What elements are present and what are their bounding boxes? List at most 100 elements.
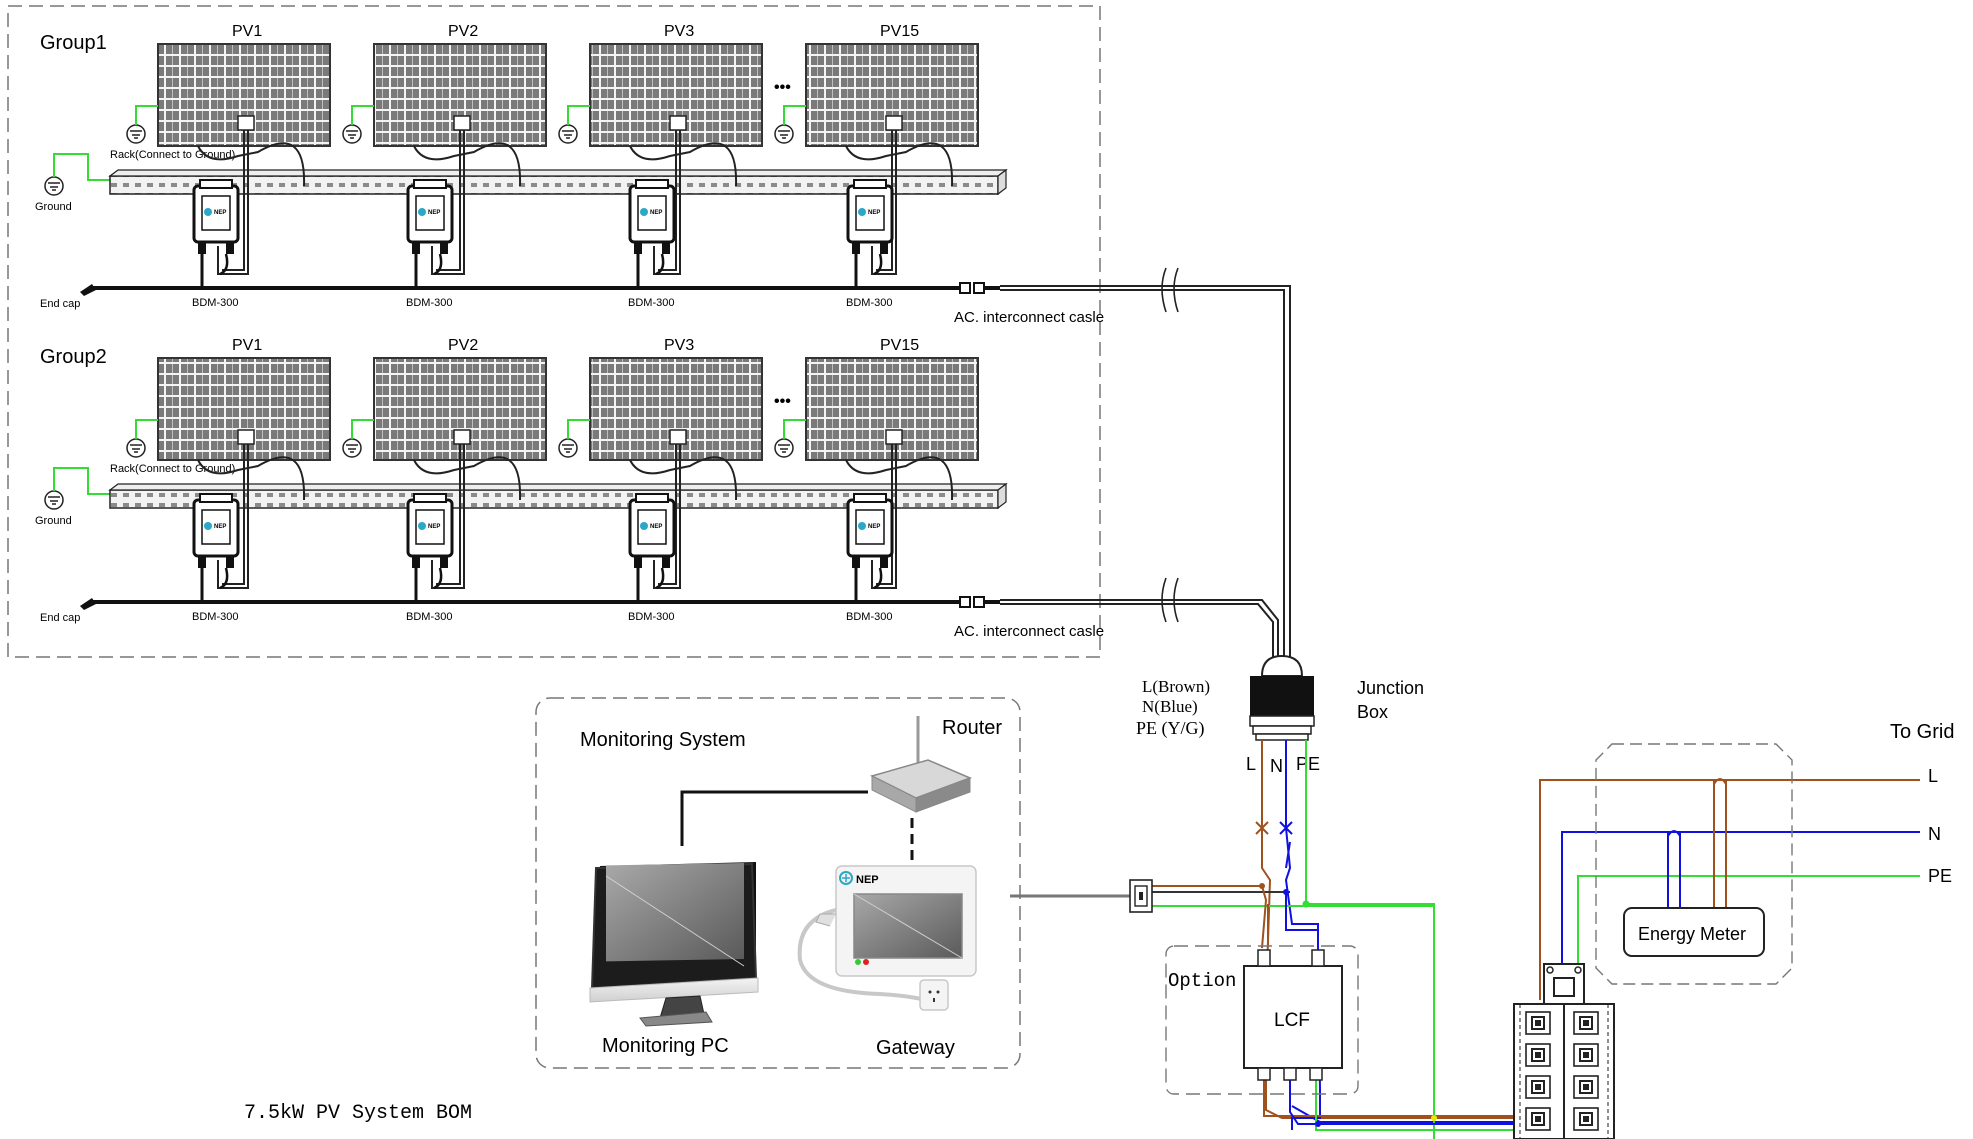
ground-icon	[44, 176, 64, 196]
breaker-module	[1525, 1011, 1551, 1035]
cable-break-marks	[1161, 267, 1179, 623]
inverter-brand: NEP	[650, 524, 662, 530]
lcf-label: LCF	[1274, 1010, 1310, 1031]
junction-term-l: L	[1246, 754, 1256, 774]
inverter-brand: NEP	[428, 210, 440, 216]
microinverter: NEP BDM-300	[192, 179, 240, 309]
breaker-module	[1573, 1107, 1599, 1131]
grid-line-pe: PE	[1928, 866, 1952, 886]
ac-socket	[1010, 879, 1153, 913]
inverter-brand: NEP	[650, 210, 662, 216]
gateway-icon	[797, 865, 977, 1011]
microinverter: NEP BDM-300	[192, 493, 240, 623]
inverter-model-label: BDM-300	[846, 297, 892, 309]
end-cap-label: End cap	[40, 298, 80, 310]
pv-panel-label: PV3	[664, 337, 694, 354]
ground-label: Ground	[35, 515, 72, 527]
rack-label: Rack(Connect to Ground)	[110, 463, 235, 475]
grid-frame	[1595, 743, 1793, 985]
junction-box-title-line1: Junction	[1357, 678, 1424, 698]
energy-meter-label: Energy Meter	[1638, 924, 1746, 944]
router-icon	[869, 716, 973, 813]
monitor-icon	[589, 862, 759, 1027]
microinverter: NEP BDM-300	[406, 493, 454, 623]
microinverter: NEP BDM-300	[846, 179, 894, 309]
option-label: Option	[1168, 970, 1236, 992]
inverter-brand: NEP	[214, 524, 226, 530]
ground-icon	[558, 438, 578, 458]
ground-icon	[126, 124, 146, 144]
inverter-brand: NEP	[214, 210, 226, 216]
microinverter: NEP BDM-300	[846, 493, 894, 623]
pv-panel-label: PV1	[232, 23, 262, 40]
monitoring-pc-label: Monitoring PC	[602, 1035, 729, 1057]
ground-label: Ground	[35, 201, 72, 213]
inverter-model-label: BDM-300	[628, 297, 674, 309]
pv-array-frame	[7, 5, 1101, 658]
pv-panel: PV2	[342, 337, 547, 589]
inverter-brand: NEP	[868, 210, 880, 216]
pv-panel-label: PV1	[232, 337, 262, 354]
breaker-module	[1573, 1011, 1599, 1035]
router-label: Router	[942, 717, 1002, 739]
pv-panel: PV15	[774, 337, 979, 589]
grid-line-l: L	[1928, 766, 1938, 786]
inverter-model-label: BDM-300	[406, 611, 452, 623]
pv-panel: PV2	[342, 23, 547, 275]
ground-icon	[774, 124, 794, 144]
microinverter: NEP BDM-300	[628, 493, 676, 623]
breaker-module	[1573, 1043, 1599, 1067]
pv-panel-label: PV2	[448, 23, 478, 40]
breaker-module	[1573, 1075, 1599, 1099]
junction-term-n: N	[1270, 756, 1283, 776]
network-cables	[680, 790, 914, 870]
group-title: Group2	[40, 346, 107, 368]
more-panels-ellipsis: •••	[774, 79, 791, 96]
wire-junction-dots	[1259, 883, 1437, 1127]
pv-panel-label: PV3	[664, 23, 694, 40]
group-title: Group1	[40, 32, 107, 54]
ground-icon	[44, 490, 64, 510]
ground-icon	[558, 124, 578, 144]
microinverter: NEP BDM-300	[406, 179, 454, 309]
wire-legend-pe: PE (Y/G)	[1136, 718, 1205, 739]
inverter-model-label: BDM-300	[406, 297, 452, 309]
breaker-panel	[1513, 963, 1615, 1139]
inverter-model-label: BDM-300	[192, 611, 238, 623]
inverter-model-label: BDM-300	[192, 297, 238, 309]
wire-legend-l: L(Brown)	[1142, 677, 1210, 696]
gateway-label: Gateway	[876, 1037, 955, 1059]
wire-legend-n: N(Blue)	[1142, 697, 1198, 716]
pv-panel: PV15	[774, 23, 979, 275]
inverter-model-label: BDM-300	[846, 611, 892, 623]
ground-icon	[342, 124, 362, 144]
breaker-module	[1525, 1075, 1551, 1099]
more-panels-ellipsis: •••	[774, 393, 791, 410]
junction-box	[1249, 654, 1315, 741]
to-grid-title: To Grid	[1890, 721, 1954, 743]
rack-label: Rack(Connect to Ground)	[110, 149, 235, 161]
pv-panel-label: PV15	[880, 23, 919, 40]
ac-trunk-cables	[1000, 285, 1291, 660]
end-cap-label: End cap	[40, 612, 80, 624]
ground-icon	[774, 438, 794, 458]
pv-panel: PV3	[558, 337, 763, 589]
ac-cable-label: AC. interconnect casle	[954, 309, 1104, 326]
inverter-brand: NEP	[868, 524, 880, 530]
microinverter: NEP BDM-300	[628, 179, 676, 309]
pv-panel-label: PV15	[880, 337, 919, 354]
pv-panel: PV1	[126, 337, 331, 589]
pv-panel: PV3	[558, 23, 763, 275]
gateway-brand: NEP	[856, 874, 879, 886]
grid-line-n: N	[1928, 824, 1941, 844]
pv-panel: PV1	[126, 23, 331, 275]
breaker-module	[1525, 1043, 1551, 1067]
caption: 7.5kW PV System BOM	[244, 1102, 472, 1125]
junction-box-title-line2: Box	[1357, 702, 1388, 722]
inverter-model-label: BDM-300	[628, 611, 674, 623]
inverter-brand: NEP	[428, 524, 440, 530]
